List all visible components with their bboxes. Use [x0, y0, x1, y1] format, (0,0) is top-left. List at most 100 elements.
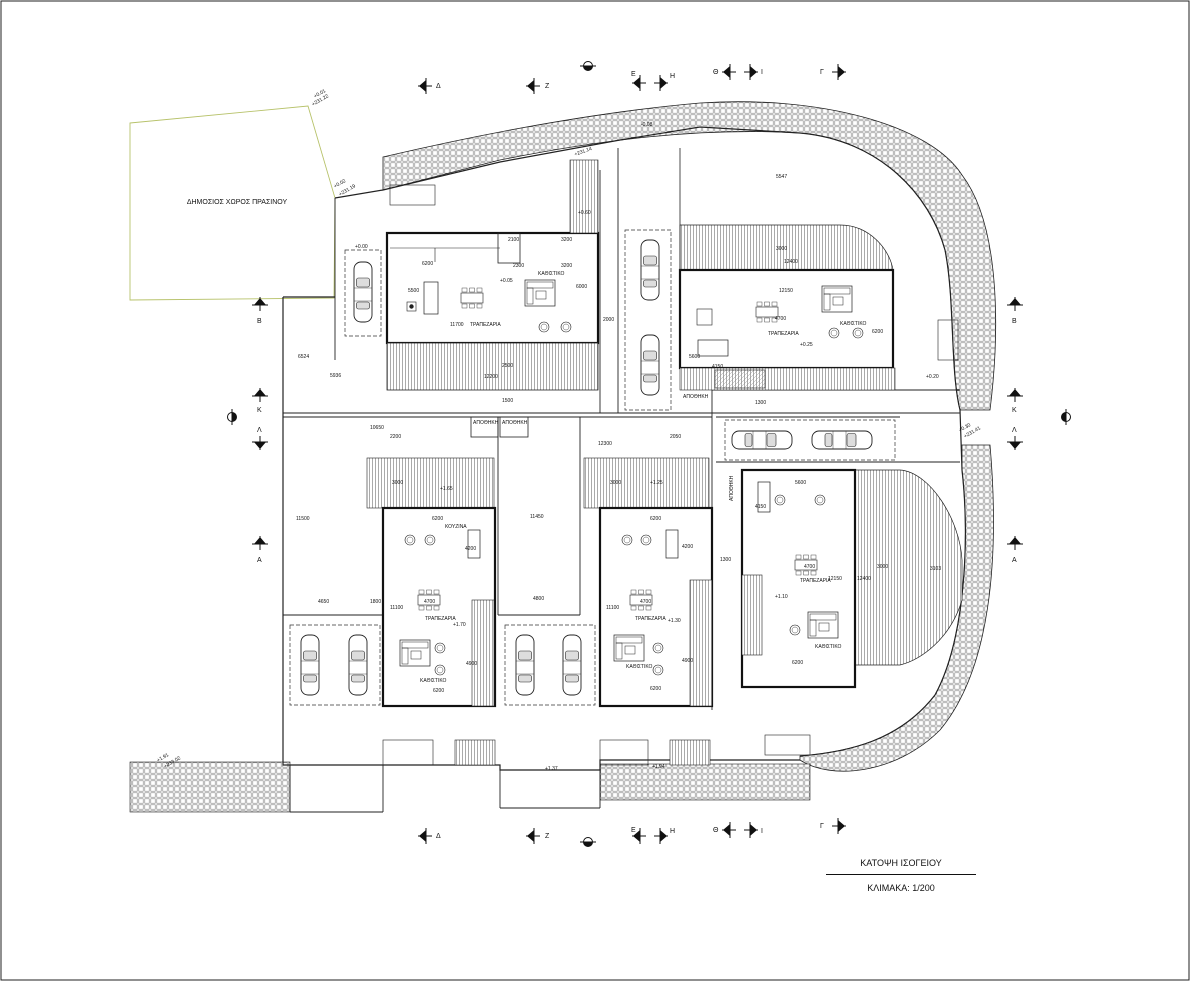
unit-b: 5547 3000 12400 12150 4700 5600 4150 620…	[624, 122, 959, 411]
dim-label: 6200	[432, 516, 443, 522]
level-mark: +0.60	[578, 210, 591, 216]
dim-label: 2500	[502, 363, 513, 369]
dim-label: 5600	[689, 354, 700, 360]
dim-label: 4150	[712, 364, 723, 370]
dim-label: 2200	[390, 434, 401, 440]
dim-label: 3200	[561, 263, 572, 269]
section-letter: Ι	[761, 828, 763, 835]
dim-label: 4700	[804, 564, 815, 570]
dim-label: 12400	[857, 576, 871, 582]
dim-label: 1500	[502, 398, 513, 404]
section-letter: Δ	[436, 83, 441, 90]
dim-label: 4150	[755, 504, 766, 510]
dim-label: 12400	[784, 259, 798, 265]
dim-label: 5600	[795, 480, 806, 486]
section-letter: Ε	[631, 827, 636, 834]
dim-label: 12200	[484, 374, 498, 380]
dim-label: 2050	[670, 434, 681, 440]
level-mark: +0.30	[958, 422, 972, 434]
level-mark: +1.91	[156, 752, 170, 764]
dim-label: 11450	[530, 514, 544, 520]
level-mark: +1.37	[545, 766, 558, 772]
dim-label: 4700	[424, 599, 435, 605]
drawing-scale: ΚΛΙΜΑΚΑ: 1/200	[867, 883, 935, 893]
room-label-dining: ΤΡΑΠΕΖΑΡΙΑ	[768, 331, 799, 337]
section-letter: Θ	[713, 69, 719, 76]
section-marks-left: Β Κ Λ Α	[227, 296, 269, 564]
drawing-title: ΚΑΤΟΨΗ ΙΣΟΓΕΙΟΥ	[826, 858, 976, 875]
dim-label: 5936	[330, 373, 341, 379]
dim-label: 2300	[513, 263, 524, 269]
dim-label: 6200	[433, 688, 444, 694]
dim-label: 11700	[450, 322, 464, 328]
room-label-living: ΚΑΘΙΣΤΙΚΟ	[538, 271, 565, 277]
unit-a: 6200 2100 3200 2300 3200 5500 11700 6000…	[344, 159, 614, 391]
level-mark: +1.70	[453, 622, 466, 628]
dim-label: 11100	[390, 605, 403, 611]
unit-d: 3000 6200 4200 4700 11100 4900 6200 ΤΡΑΠ…	[504, 457, 714, 766]
unit-c: 3000 6200 4200 4700 11100 4900 6200 ΤΡΑΠ…	[289, 457, 497, 766]
dim-label: 1300	[720, 557, 731, 563]
section-letter: Κ	[1012, 407, 1017, 414]
dim-label: 6524	[298, 354, 309, 360]
level-mark: +0.05	[500, 278, 513, 284]
dim-label: 11500	[296, 516, 310, 522]
level-mark: +1.30	[668, 618, 681, 624]
room-label-living: ΚΑΘΙΣΤΙΚΟ	[420, 678, 447, 684]
room-label-dining: ΤΡΑΠΕΖΑΡΙΑ	[425, 616, 456, 622]
level-mark: +1.65	[440, 486, 453, 492]
section-letter: Ι	[761, 69, 763, 76]
dim-label: 6200	[792, 660, 803, 666]
green-space-label: ΔΗΜΟΣΙΟΣ ΧΩΡΟΣ ΠΡΑΣΙΝΟΥ	[187, 199, 288, 206]
storage-blocks: ΑΠΟΘΗΚΗ ΑΠΟΘΗΚΗ	[470, 416, 529, 438]
dim-label: 10650	[370, 425, 384, 431]
room-label-dining: ΤΡΑΠΕΖΑΡΙΑ	[635, 616, 666, 622]
level-mark: +231.14	[574, 146, 593, 158]
room-label-storage: ΑΠΟΘΗΚΗ	[502, 420, 528, 426]
dim-label: 4700	[775, 316, 786, 322]
dim-label: 6000	[576, 284, 587, 290]
room-label-storage: ΑΠΟΘΗΚΗ	[683, 394, 709, 400]
section-letter: Α	[1012, 557, 1017, 564]
section-letter: Θ	[713, 827, 719, 834]
unit-e: 5600 4150 4700 12150 6200 1300 3103 ΤΡΑΠ…	[720, 419, 963, 756]
dim-label: 4200	[465, 546, 476, 552]
level-mark: +0.00	[355, 244, 368, 250]
section-letter: Δ	[436, 833, 441, 840]
room-label-dining: ΤΡΑΠΕΖΑΡΙΑ	[470, 322, 501, 328]
room-label-living: ΚΑΘΙΣΤΙΚΟ	[815, 644, 842, 650]
section-letter: Β	[1012, 318, 1017, 325]
dim-label: 6200	[650, 516, 661, 522]
section-letter: Ζ	[545, 83, 550, 90]
section-letter: Ζ	[545, 833, 550, 840]
title-block: ΚΑΤΟΨΗ ΙΣΟΓΕΙΟΥ ΚΛΙΜΑΚΑ: 1/200	[826, 858, 976, 893]
section-letter: Α	[257, 557, 262, 564]
dim-label: 3000	[610, 480, 621, 486]
section-letter: Λ	[1012, 427, 1017, 434]
section-letter: Β	[257, 318, 262, 325]
section-letter: Γ	[820, 823, 824, 830]
dim-label: 5500	[408, 288, 419, 294]
dim-label: 1300	[755, 400, 766, 406]
room-label-dining: ΤΡΑΠΕΖΑΡΙΑ	[800, 578, 831, 584]
room-label-storage: ΑΠΟΘΗΚΗ	[729, 475, 735, 501]
dim-label: 3103	[930, 566, 941, 572]
room-label-kitchen: ΚΟΥΖΙΝΑ	[445, 524, 467, 530]
dim-label: 3200	[561, 237, 572, 243]
section-letter: Γ	[820, 69, 824, 76]
room-label-living: ΚΑΘΙΣΤΙΚΟ	[840, 321, 867, 327]
dim-label: 4900	[466, 661, 477, 667]
dim-label: 5547	[776, 174, 787, 180]
section-letter: Η	[670, 828, 675, 835]
dim-label: 6200	[650, 686, 661, 692]
dim-label: 12150	[779, 288, 793, 294]
level-mark: +1.94	[652, 764, 665, 770]
section-letter: Κ	[257, 407, 262, 414]
section-marks-bottom: Δ Ζ Ε Η Θ Ι Γ	[417, 817, 847, 847]
level-mark: +0.25	[800, 342, 813, 348]
section-letter: Λ	[257, 427, 262, 434]
dim-label: 4800	[533, 596, 544, 602]
dim-label: 1800	[370, 599, 381, 605]
section-letter: Ε	[631, 71, 636, 78]
